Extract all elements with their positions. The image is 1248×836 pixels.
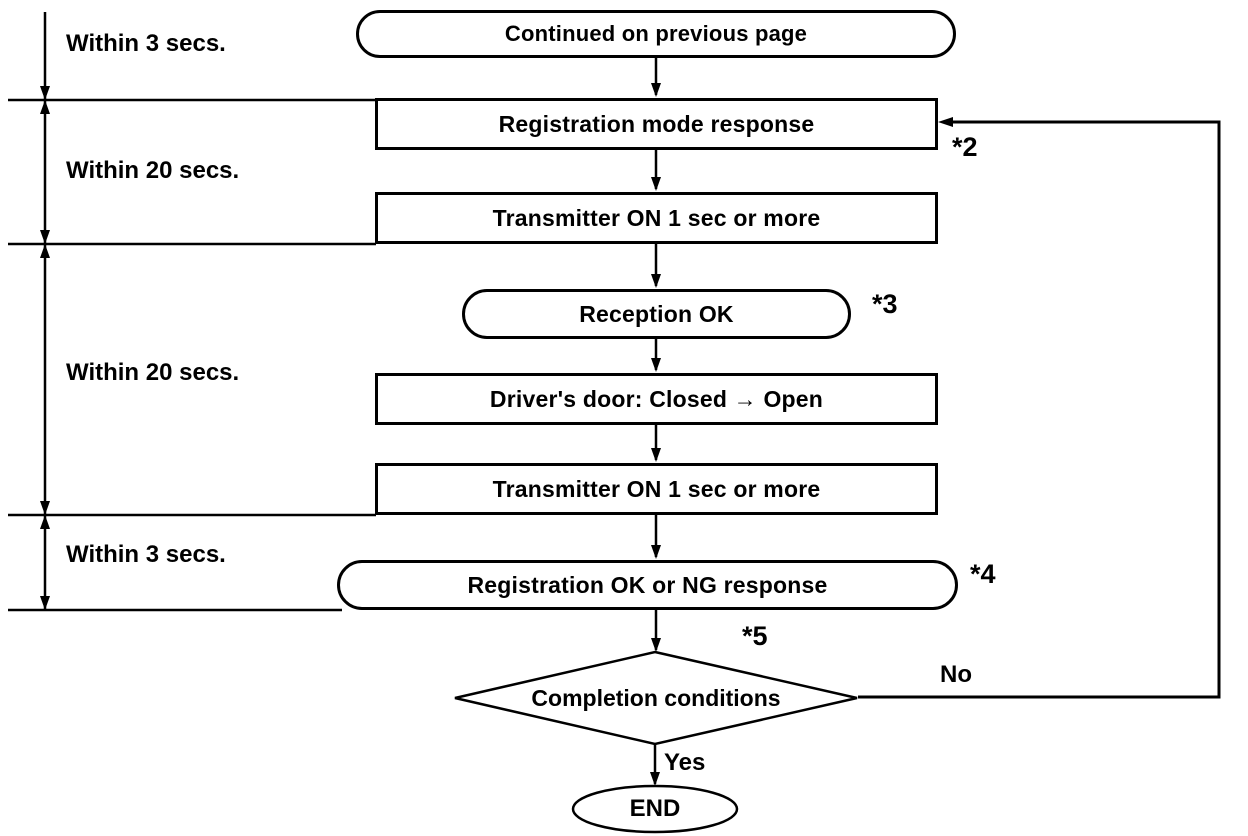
timing-rail: [8, 12, 376, 612]
start-terminator: Continued on previous page: [356, 10, 956, 58]
footnote-4: *4: [970, 559, 996, 589]
timing-label-1: Within 3 secs.: [66, 30, 226, 57]
timing-label-2: Within 20 secs.: [66, 157, 240, 184]
decision-diamond: [454, 650, 858, 746]
start-terminator-label: Continued on previous page: [504, 21, 808, 46]
footnote-2: *2: [952, 132, 978, 162]
drivers-door-label: Driver's door: Closed → Open: [489, 385, 824, 412]
transmitter-on-label-2: Transmitter ON 1 sec or more: [492, 475, 821, 502]
footnote-5: *5: [742, 621, 768, 651]
timing-label-3: Within 20 secs.: [66, 359, 240, 386]
end-label: END: [629, 795, 681, 822]
transmitter-on-box-2: Transmitter ON 1 sec or more: [375, 463, 938, 515]
registration-mode-response-box: Registration mode response: [375, 98, 938, 150]
main-flow-arrowhead-icons: [650, 83, 661, 786]
transmitter-on-box-1: Transmitter ON 1 sec or more: [375, 192, 938, 244]
branch-no-label: No: [940, 661, 972, 688]
branch-yes-label: Yes: [664, 749, 706, 776]
feedback-arrowhead-icon: [938, 117, 953, 127]
registration-mode-response-label: Registration mode response: [498, 110, 815, 137]
reception-ok-terminator: Reception OK: [462, 289, 851, 339]
transmitter-on-label-1: Transmitter ON 1 sec or more: [492, 204, 821, 231]
no-feedback-loop: [858, 117, 1221, 699]
reception-ok-label: Reception OK: [579, 300, 734, 327]
decision-label: Completion conditions: [531, 685, 781, 711]
footnote-3: *3: [872, 289, 898, 319]
drivers-door-box: Driver's door: Closed → Open: [375, 373, 938, 425]
registration-result-label: Registration OK or NG response: [467, 571, 828, 598]
timing-label-4: Within 3 secs.: [66, 541, 226, 568]
registration-result-terminator: Registration OK or NG response: [337, 560, 958, 610]
end-ellipse: [571, 784, 739, 834]
timing-rail-arrowhead-icons: [40, 86, 50, 610]
